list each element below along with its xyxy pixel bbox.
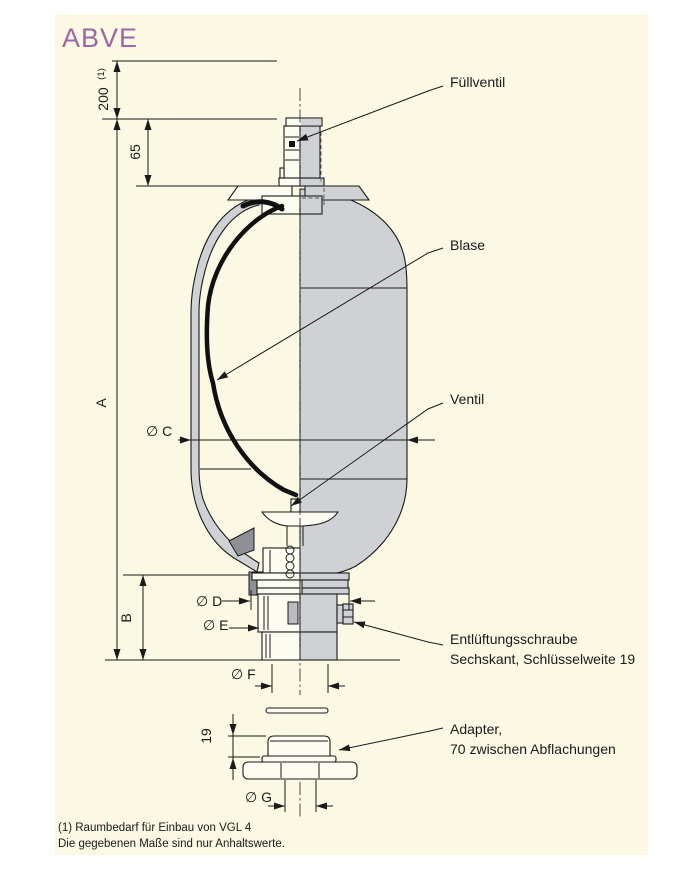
dimension-A: A bbox=[93, 119, 121, 660]
dimension-E: ∅ E bbox=[203, 617, 259, 633]
leader-adapter bbox=[338, 727, 444, 752]
dim-19-text: 19 bbox=[198, 728, 214, 744]
dim-E-text: ∅ E bbox=[203, 617, 228, 633]
dim-65-text: 65 bbox=[127, 144, 143, 160]
label-valve: Ventil bbox=[450, 391, 484, 407]
page-title: ABVE bbox=[62, 23, 138, 53]
label-bladder: Blase bbox=[450, 237, 485, 253]
dim-F-text: ∅ F bbox=[231, 666, 256, 682]
valve-cap-right bbox=[301, 119, 321, 125]
leader-fill-valve bbox=[296, 85, 444, 142]
dimension-65: 65 bbox=[127, 119, 152, 186]
dimension-G: ∅ G bbox=[245, 780, 333, 812]
label-vent-screw-line2: Sechskant, Schlüsselweite 19 bbox=[450, 651, 635, 667]
fill-valve bbox=[261, 117, 325, 215]
adapter-body bbox=[267, 735, 331, 757]
oil-port-assembly bbox=[228, 498, 354, 661]
vent-screw-neck bbox=[336, 604, 344, 624]
label-vent-screw-line1: Entlüftungsschraube bbox=[450, 631, 578, 647]
dimension-F: ∅ F bbox=[231, 664, 345, 693]
adapter-washer bbox=[265, 707, 329, 714]
dimension-200: 200 (1) bbox=[95, 61, 121, 119]
valve-spring bbox=[285, 545, 295, 579]
adapter-flange bbox=[261, 755, 337, 763]
dim-200-text: 200 bbox=[95, 87, 111, 111]
dim-B-text: B bbox=[118, 613, 134, 622]
valve-core bbox=[289, 141, 295, 147]
dim-G-text: ∅ G bbox=[245, 789, 272, 805]
port-insert bbox=[287, 601, 299, 625]
dimension-19: 19 bbox=[198, 714, 266, 780]
label-adapter-line1: Adapter, bbox=[450, 721, 502, 737]
adapter bbox=[242, 707, 358, 818]
adapter-hex-nut bbox=[242, 761, 358, 780]
dim-A-text: A bbox=[93, 398, 109, 408]
dimension-C: ∅ C bbox=[146, 423, 435, 444]
footnotes: (1) Raumbedarf für Einbau von VGL 4 Die … bbox=[58, 822, 285, 850]
dim-C-text: ∅ C bbox=[146, 423, 172, 439]
footnote-line1: (1) Raumbedarf für Einbau von VGL 4 bbox=[58, 822, 252, 834]
leader-bladder bbox=[216, 247, 444, 381]
label-fill-valve: Füllventil bbox=[450, 74, 505, 90]
leader-vent-screw bbox=[353, 621, 444, 646]
vent-screw-head bbox=[342, 603, 354, 625]
dimension-D: ∅ D bbox=[196, 590, 375, 610]
dim-D-text: ∅ D bbox=[196, 593, 222, 609]
leader-valve bbox=[290, 402, 444, 507]
bladder bbox=[204, 199, 299, 498]
seal-wedge bbox=[228, 527, 255, 557]
dim-200-superscript: (1) bbox=[96, 68, 107, 80]
footnote-line2: Die gegebenen Maße sind nur Anhaltswerte… bbox=[58, 838, 285, 850]
part-labels: Füllventil Blase Ventil Entlüftungsschra… bbox=[450, 74, 635, 757]
leader-lines bbox=[216, 85, 444, 752]
bladder-curve bbox=[204, 203, 299, 498]
dimension-B: B bbox=[118, 575, 147, 660]
label-adapter-line2: 70 zwischen Abflachungen bbox=[450, 741, 616, 757]
extension-lines bbox=[102, 60, 400, 661]
